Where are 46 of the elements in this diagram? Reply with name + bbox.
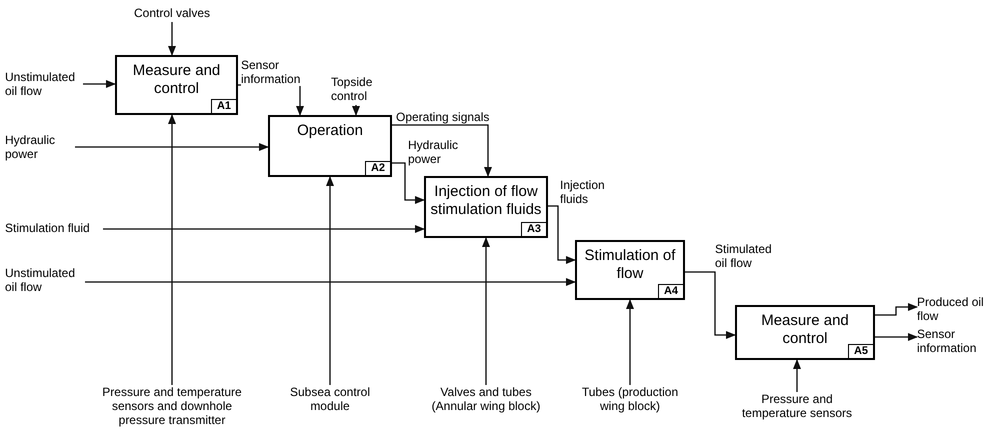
process-title: Injection of flow stimulation fluids xyxy=(430,183,542,219)
node-number-tag: A1 xyxy=(210,99,236,113)
edge-label: Sensor information xyxy=(241,58,301,86)
flow-text: Topside control xyxy=(331,75,381,103)
node-number-tag: A2 xyxy=(364,161,390,175)
process-title: Operation xyxy=(296,122,364,140)
flow-text: Sensor information xyxy=(917,327,993,355)
flow-text: Pressure and temperature sensors xyxy=(732,392,862,420)
process-title: Measure and control xyxy=(760,312,850,348)
arrow xyxy=(392,162,425,204)
arrow xyxy=(875,333,918,341)
process-box xyxy=(115,55,238,115)
flow-text: Hydraulic power xyxy=(5,133,75,161)
node-number-tag: A5 xyxy=(848,344,873,358)
flow-text: Pressure and temperature sensors and downhole pressure transmitter xyxy=(87,385,257,427)
flow-text: Unstimulated oil flow xyxy=(5,70,83,98)
arrow xyxy=(626,299,634,385)
process-box xyxy=(575,240,685,300)
arrow xyxy=(548,205,576,264)
flow-text: Unstimulated oil flow xyxy=(5,266,85,294)
arrow xyxy=(326,176,334,385)
flow-text: Produced oil flow xyxy=(917,295,989,323)
arrow xyxy=(392,124,492,177)
arrow xyxy=(85,278,576,286)
flow-text: Tubes (production wing block) xyxy=(572,385,688,413)
process-title: Stimulation of flow xyxy=(584,247,676,283)
arrow xyxy=(103,225,425,233)
flow-text: Control valves xyxy=(122,6,222,20)
process-title: Measure and control xyxy=(132,62,222,98)
node-number-tag: A3 xyxy=(520,222,546,236)
arrow xyxy=(875,303,918,316)
arrow xyxy=(83,80,116,88)
process-box xyxy=(735,305,875,360)
arrow xyxy=(352,105,360,116)
process-box xyxy=(424,176,548,238)
flow-text: Subsea control module xyxy=(280,385,380,413)
flow-text: Valves and tubes (Annular wing block) xyxy=(428,385,544,413)
arrow xyxy=(482,237,490,385)
arrow xyxy=(168,22,176,56)
process-box xyxy=(268,115,392,177)
arrow xyxy=(685,271,736,339)
arrow xyxy=(168,114,176,385)
node-number-tag: A4 xyxy=(658,284,683,298)
arrow xyxy=(793,359,801,392)
arrow xyxy=(75,143,269,151)
flow-text: Stimulation fluid xyxy=(5,221,103,235)
